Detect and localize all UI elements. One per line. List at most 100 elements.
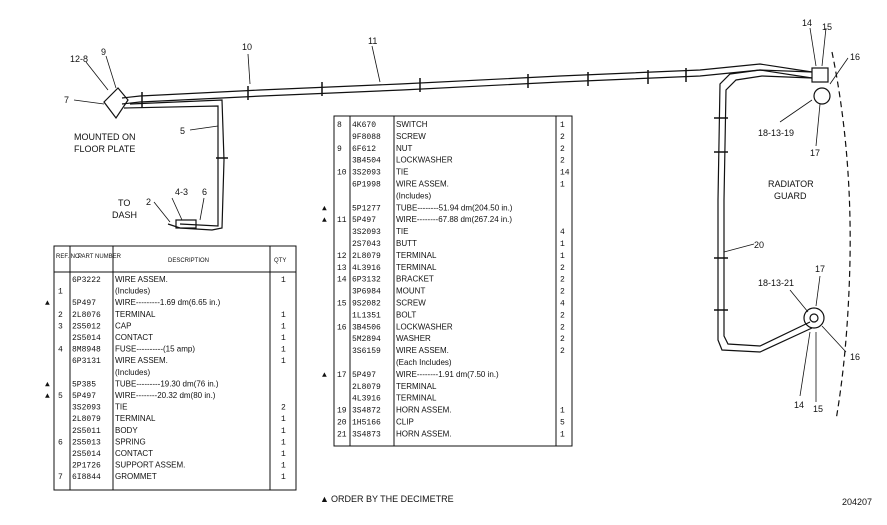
row-description: WASHER: [396, 334, 431, 343]
row-qty: 2: [560, 145, 565, 154]
row-qty: 1: [560, 181, 565, 190]
horn-lower-icon: [803, 307, 825, 329]
row-description: CONTACT: [115, 449, 153, 458]
row-part-number: 3S6159: [352, 347, 381, 356]
row-ref: 12: [337, 252, 347, 261]
row-description: (Includes): [115, 287, 150, 296]
main-wire-upper: [121, 63, 813, 99]
row-qty: 1: [281, 415, 286, 424]
row-ref: 14: [337, 276, 347, 285]
leader: [105, 55, 117, 89]
leader: [821, 325, 847, 353]
row-description: MOUNT: [396, 287, 425, 296]
row-ref: 5: [58, 392, 63, 401]
callout-label: 16: [850, 352, 860, 362]
row-part-number: 3P6984: [352, 288, 381, 297]
table-row: (Each Includes): [396, 358, 452, 367]
row-description: BOLT: [396, 310, 416, 319]
header-qty: QTY: [274, 258, 286, 264]
row-part-number: 2L8079: [352, 252, 381, 261]
row-description: WIRE--------20.32 dm(80 in.): [115, 391, 216, 400]
row-ref: 11: [337, 216, 347, 225]
row-qty: 1: [281, 346, 286, 355]
fuse-icon: [175, 219, 197, 229]
switch-icon: [103, 87, 129, 120]
row-part-number: 3S2093: [72, 404, 101, 413]
row-description: BRACKET: [396, 275, 434, 284]
row-description: BODY: [115, 426, 138, 435]
leader: [809, 27, 817, 67]
mounted-note: FLOOR PLATE: [74, 144, 135, 154]
row-description: TIE: [396, 227, 408, 236]
row-description: WIRE ASSEM.: [396, 346, 449, 355]
row-qty: 1: [281, 450, 286, 459]
row-mark: ▲: [45, 392, 50, 401]
horn-upper-bracket: [811, 67, 829, 83]
row-part-number: 2S5014: [72, 334, 101, 343]
row-part-number: 6P1998: [352, 181, 381, 190]
row-description: TERMINAL: [396, 394, 437, 403]
callout-label: 10: [242, 42, 252, 52]
parts-table-left: REF. NO. PART NUMBER DESCRIPTION QTY 6P3…: [45, 245, 297, 491]
row-ref: 13: [337, 264, 347, 273]
dash-wire: [129, 99, 225, 231]
row-part-number: 3S4872: [352, 407, 381, 416]
row-description: SPRING: [115, 437, 146, 446]
row-mark: ▲: [45, 299, 50, 308]
row-qty: 2: [560, 323, 565, 332]
row-ref: 21: [337, 430, 347, 439]
row-description: SWITCH: [396, 120, 428, 129]
row-ref: 2: [58, 311, 63, 320]
callout-label: 12-8: [70, 54, 88, 64]
row-part-number: 3S2093: [352, 169, 381, 178]
leader-lines: [73, 27, 849, 402]
row-qty: 1: [560, 121, 565, 130]
callout-label: 14: [794, 400, 804, 410]
row-part-number: 3B4504: [352, 157, 381, 166]
row-ref: 20: [337, 419, 347, 428]
row-description: (Includes): [396, 191, 431, 200]
row-description: WIRE--------67.88 dm(267.24 in.): [396, 215, 512, 224]
row-description: NUT: [396, 144, 413, 153]
row-part-number: 3S2093: [352, 228, 381, 237]
callout-label: 18-13-19: [758, 128, 794, 138]
row-qty: 2: [560, 276, 565, 285]
row-description: WIRE ASSEM.: [115, 275, 168, 284]
row-qty: 1: [281, 473, 286, 482]
row-qty: 2: [281, 404, 286, 413]
dash-note: TO: [118, 198, 130, 208]
leader: [815, 103, 821, 147]
row-description: WIRE---------1.69 dm(6.65 in.): [115, 298, 221, 307]
components: [103, 67, 831, 329]
row-qty: 1: [560, 240, 565, 249]
callout-label: 11: [368, 36, 377, 46]
mounted-note: MOUNTED ON: [74, 132, 136, 142]
row-part-number: 2L8076: [72, 311, 101, 320]
row-part-number: 6I8844: [72, 473, 101, 482]
callout-labels: 12-8 9 7 10 11 5 2 4-3 6 14 15 16 18-13-…: [64, 18, 872, 507]
callout-label: 15: [822, 22, 832, 32]
row-description: TERMINAL: [115, 414, 156, 423]
callout-label: 5: [180, 126, 185, 136]
row-description: LOCKWASHER: [396, 322, 453, 331]
row-part-number: 1H5166: [352, 419, 381, 428]
leader: [189, 125, 219, 131]
row-mark: ▲: [322, 371, 327, 380]
row-part-number: 4L3916: [352, 264, 381, 273]
